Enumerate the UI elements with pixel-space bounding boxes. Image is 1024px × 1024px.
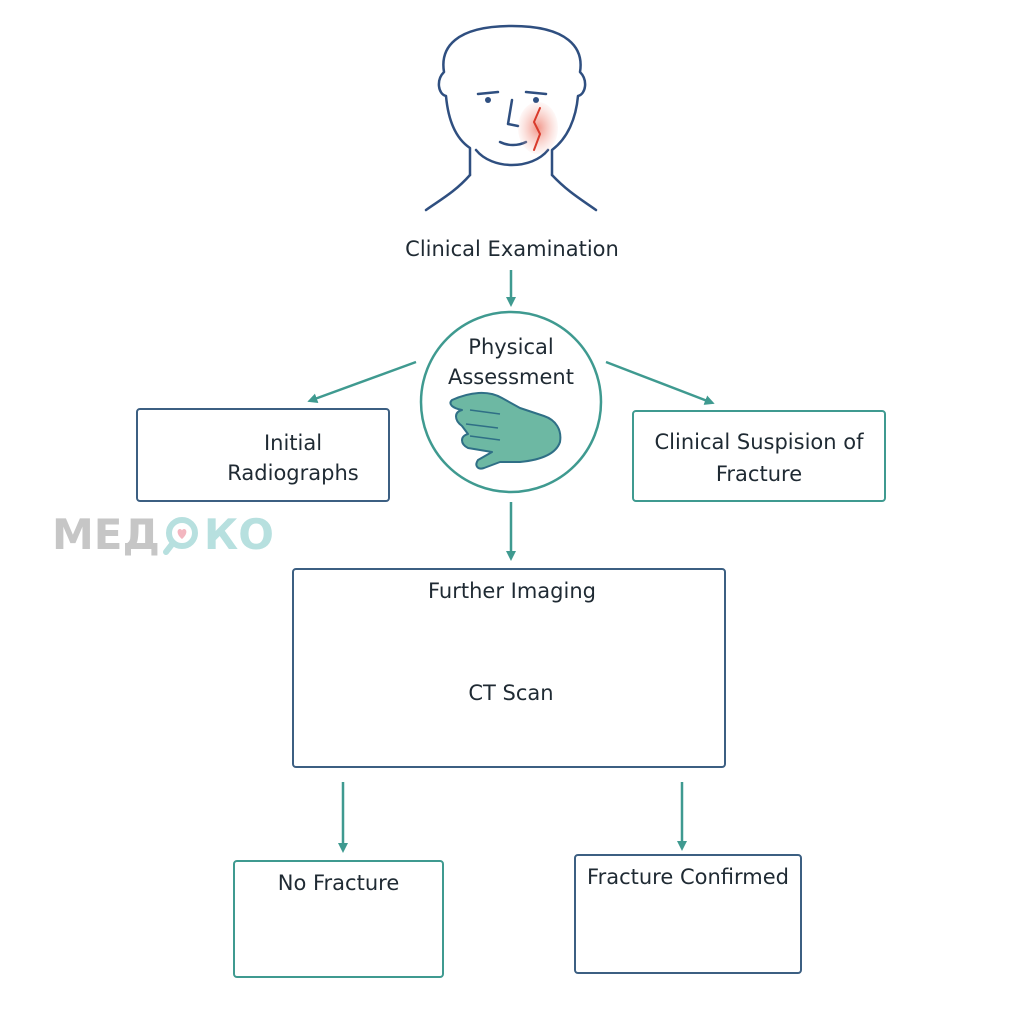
physical-assessment-line1: Physical	[468, 335, 554, 359]
watermark-prefix: МЕД	[52, 510, 160, 559]
initial-radiographs-line2: Radiographs	[227, 461, 359, 485]
clinical-examination-label: Clinical Examination	[405, 237, 619, 261]
physical-assessment-line2: Assessment	[448, 365, 574, 389]
initial-radiographs-label: Initial Radiographs	[222, 428, 364, 488]
no-fracture-label: No Fracture	[277, 871, 400, 895]
clinical-suspicion-box	[632, 410, 886, 502]
watermark-magnifier-icon	[162, 515, 202, 555]
clinical-suspicion-line2: Fracture	[715, 462, 803, 486]
watermark-suffix: КО	[203, 510, 274, 559]
clinical-suspicion-label: Clinical Suspision of Fracture	[636, 426, 882, 490]
fracture-confirmed-label: Fracture Confirmed	[587, 865, 789, 889]
initial-radiographs-line1: Initial	[263, 431, 323, 455]
arrow-assessment-to-radiographs	[307, 360, 417, 403]
arrow-assessment-to-suspicion	[605, 360, 715, 405]
further-imaging-label: Further Imaging	[428, 579, 596, 603]
no-fracture-box	[233, 860, 444, 978]
watermark-logo: МЕД КО	[52, 510, 274, 560]
fracture-confirmed-box	[574, 854, 802, 974]
physical-assessment-label: Physical Assessment	[426, 332, 596, 392]
face-with-cheek-injury-icon	[424, 24, 598, 212]
further-imaging-box	[292, 568, 726, 768]
ct-scan-label: CT Scan	[468, 681, 554, 705]
flow-arrows	[307, 270, 715, 853]
clinical-suspicion-line1: Clinical Suspision of	[654, 430, 864, 454]
examining-hand-icon	[449, 392, 562, 470]
initial-radiographs-box	[136, 408, 390, 502]
